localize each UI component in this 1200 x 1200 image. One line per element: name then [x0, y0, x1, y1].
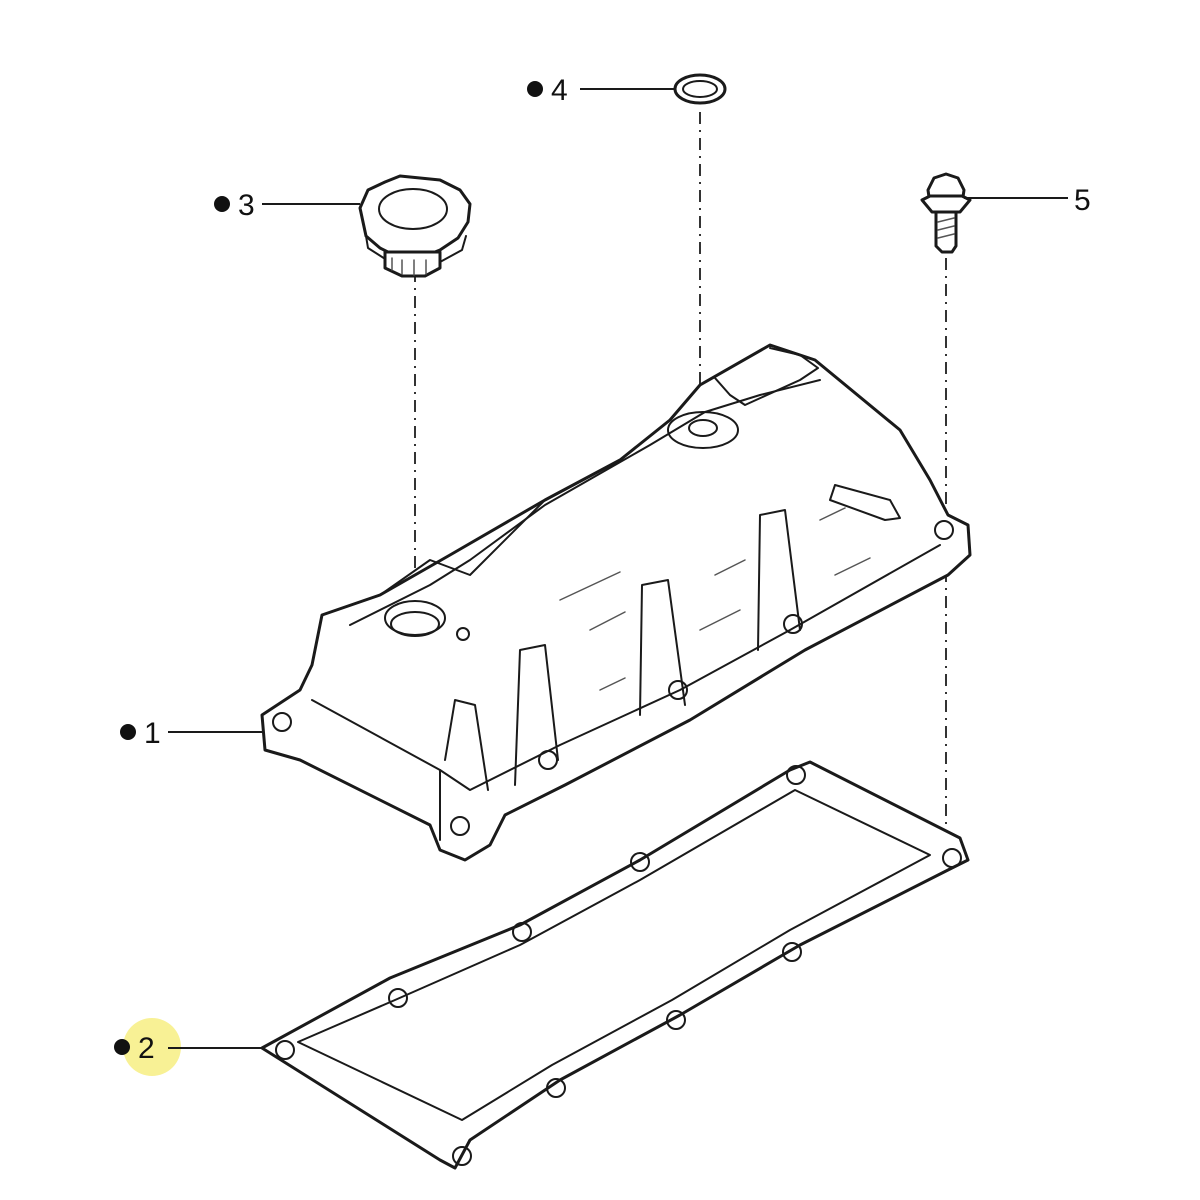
o-ring-part[interactable] [673, 73, 727, 105]
callout-1-dot [120, 724, 136, 740]
callout-4-label: 4 [551, 74, 568, 107]
callout-3-label: 3 [238, 189, 255, 222]
oil-filler-cap-part[interactable] [358, 174, 472, 278]
bolt-part[interactable] [920, 172, 972, 254]
callout-5-label: 5 [1074, 184, 1091, 217]
callout-2-highlight [123, 1018, 181, 1076]
callout-2-label: 2 [138, 1032, 155, 1065]
callout-1-label: 1 [144, 717, 161, 750]
gasket-part[interactable] [260, 760, 970, 1170]
callout-2[interactable]: 2 [114, 1032, 155, 1065]
valve-cover-part[interactable] [260, 343, 972, 862]
callout-3[interactable]: 3 [214, 189, 255, 222]
callout-2-dot [114, 1039, 130, 1055]
callout-3-dot [214, 196, 230, 212]
callout-4[interactable]: 4 [527, 74, 568, 107]
callout-4-dot [527, 81, 543, 97]
callout-5[interactable]: 5 [1074, 184, 1091, 217]
callout-1[interactable]: 1 [120, 717, 161, 750]
